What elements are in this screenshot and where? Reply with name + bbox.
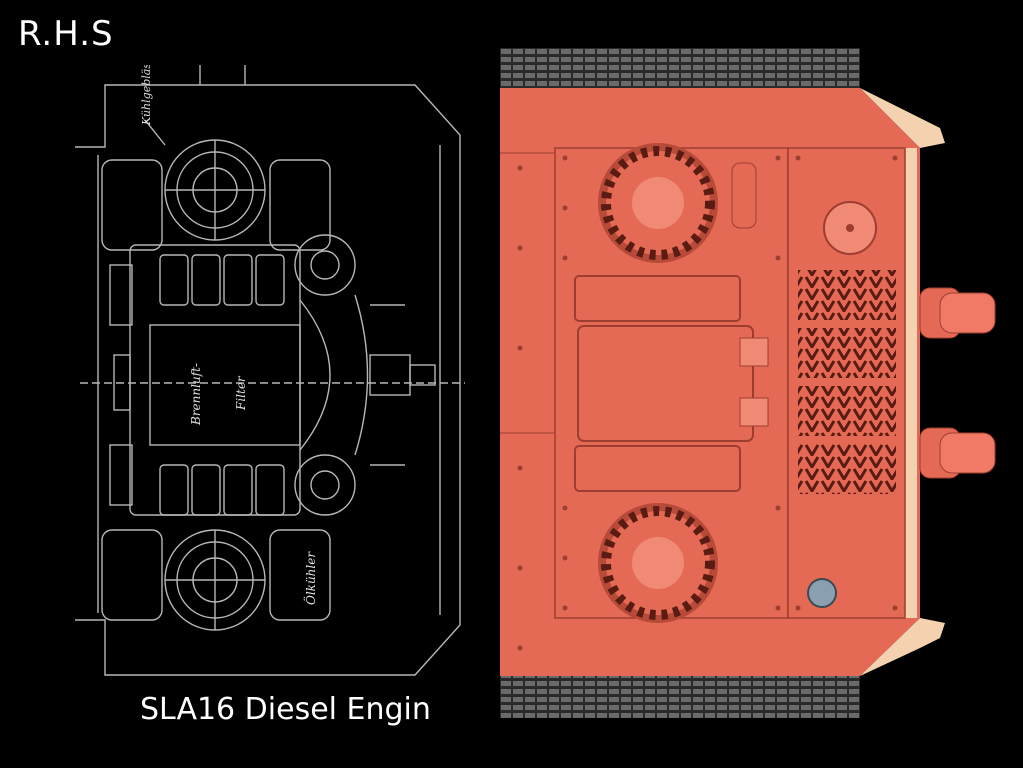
blueprint-label-fan: Kühlgebläse [140, 65, 153, 126]
engine-hatch [577, 325, 754, 442]
exhaust-upper-icon [919, 287, 996, 339]
grille-3 [798, 386, 896, 436]
fan-upper-icon [598, 143, 718, 263]
caption-title: SLA16 Diesel Engin [140, 692, 431, 727]
grille-1 [798, 270, 896, 320]
exhaust-lower-icon [919, 427, 996, 479]
blueprint-label-filter-2: Filter [234, 375, 248, 411]
drain-plug-icon [807, 578, 837, 608]
blueprint-engine-block [129, 244, 301, 516]
blueprint-fan-upper-icon [164, 139, 266, 241]
blueprint-label-filter-1: Brennluft- [189, 363, 203, 426]
grille-2 [798, 328, 896, 378]
track-bottom [500, 676, 860, 718]
track-top [500, 48, 860, 90]
grille-4 [798, 444, 896, 494]
blueprint-hull-outline [75, 84, 461, 676]
engine-blueprint-drawing: Kühlgebläse Brennluft- Filter Ölkühler [75, 65, 465, 676]
blueprint-fan-lower-icon [164, 529, 266, 631]
hull-deck-render [500, 48, 996, 718]
logo-text: R.H.S [18, 14, 114, 54]
blueprint-label-oil-cooler: Ölkühler [302, 551, 318, 605]
fan-lower-icon [598, 503, 718, 623]
